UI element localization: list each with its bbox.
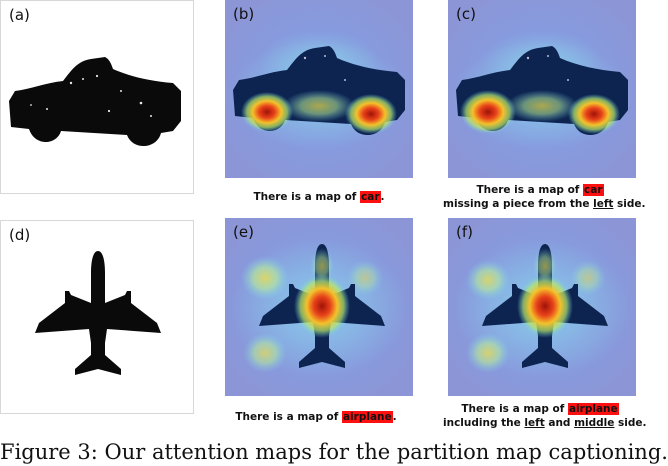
panel-label: (d) <box>9 226 31 244</box>
attention-map <box>225 218 413 396</box>
caption-c: There is a map of car missing a piece fr… <box>443 184 646 210</box>
underlined-side: left <box>524 417 545 429</box>
attention-map <box>448 0 636 178</box>
underlined-side: middle <box>574 417 615 429</box>
panel-label: (f) <box>456 223 473 241</box>
caption-e: There is a map of airplane. <box>235 411 397 423</box>
panel-a: (a) <box>0 0 194 194</box>
panel-label: (a) <box>9 6 30 24</box>
highlighted-object: car <box>583 184 604 196</box>
attention-map <box>448 218 636 396</box>
panel-label: (e) <box>233 223 254 241</box>
panel-f: (f) <box>448 218 636 396</box>
panel-e: (e) <box>225 218 413 396</box>
caption-b: There is a map of car. <box>253 191 385 203</box>
panel-d: (d) <box>0 220 194 414</box>
airplane-silhouette <box>35 251 161 375</box>
panel-c: (c) <box>448 0 636 178</box>
highlighted-object: airplane <box>567 403 619 415</box>
highlighted-object: car <box>360 191 381 203</box>
underlined-side: left <box>593 198 614 210</box>
panel-label: (c) <box>456 5 476 23</box>
caption-f: There is a map of airplane including the… <box>443 403 647 429</box>
car-silhouette <box>9 57 181 147</box>
attention-map <box>225 0 413 178</box>
panel-label: (b) <box>233 5 255 23</box>
highlighted-object: airplane <box>341 411 393 423</box>
figure-caption: Figure 3: Our attention maps for the par… <box>0 440 668 464</box>
panel-b: (b) <box>225 0 413 178</box>
